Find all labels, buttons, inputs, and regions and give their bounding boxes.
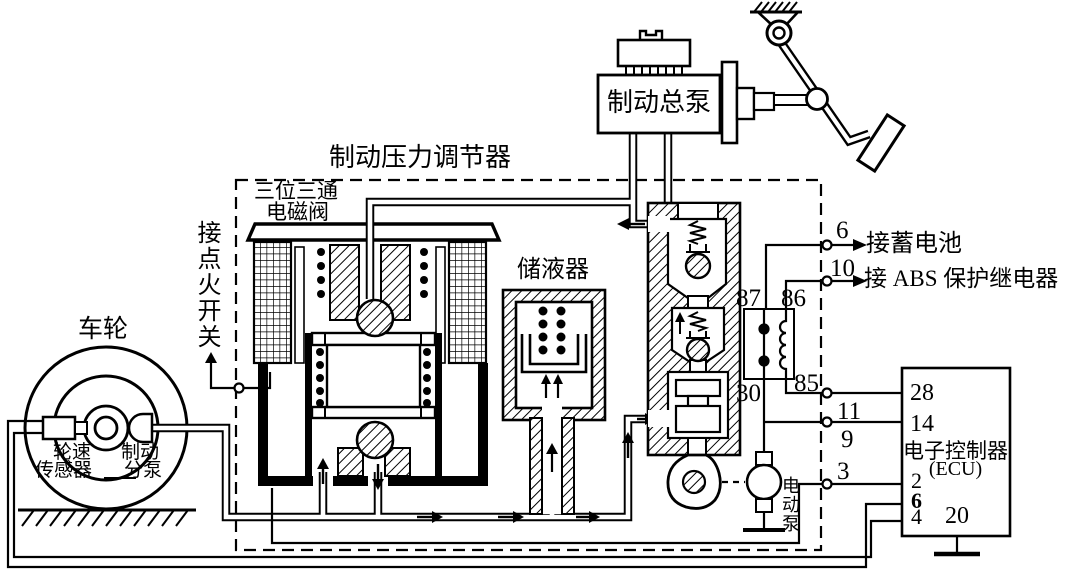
wheel-assembly: [18, 345, 196, 527]
sensor-stub: [74, 421, 88, 435]
label-ecu-line1: 电子控制器: [903, 439, 1008, 463]
ignition-terminal-node: [233, 382, 245, 394]
master-cylinder: [596, 29, 809, 145]
label-brake-pressure-regulator: 制动压力调节器: [329, 143, 512, 172]
label-reservoir: 储液器: [517, 257, 589, 283]
relay-terminal-86: 86: [781, 285, 806, 312]
label-ignition-switch: 接点火开关: [197, 221, 222, 351]
ecu-box: [900, 366, 1012, 538]
ecu-pin-28: 28: [910, 380, 934, 406]
pedal-pad: [855, 112, 907, 174]
label-wheel-speed-sensor-line2: 传感器: [35, 460, 93, 481]
terminal-6-node: [821, 239, 833, 251]
ecu-pin-20: 20: [945, 503, 969, 529]
terminal-11: 11: [837, 398, 862, 425]
check-valve-assembly: [646, 201, 742, 510]
brake-pedal: [750, 1, 907, 174]
relay-terminal-85: 85: [794, 370, 819, 397]
label-brake-cylinder-line1: 制动: [121, 442, 160, 463]
relay-terminal-87: 87: [736, 285, 761, 312]
label-wheel-speed-sensor-line1: 轮速: [53, 442, 92, 463]
label-ecu-line2: (ECU): [928, 458, 983, 480]
label-master-cylinder: 制动总泵: [607, 88, 712, 117]
ecu-pin-4: 4: [911, 504, 922, 529]
terminal-3: 3: [837, 458, 850, 485]
reservoir: [501, 288, 607, 515]
wheel-speed-sensor: [41, 415, 77, 441]
flow-arrows: [317, 218, 655, 523]
terminal-11-node: [821, 416, 833, 428]
wheel-fittings: [41, 412, 154, 479]
label-solenoid-valve-line2: 电磁阀: [266, 200, 329, 224]
terminal-3-node: [821, 478, 833, 490]
label-solenoid-valve-line1: 三位三通: [254, 179, 338, 203]
terminal-9: 9: [841, 426, 854, 453]
terminal-85-node: [821, 387, 833, 399]
terminal-10-node: [821, 275, 833, 287]
label-battery-connection: 接蓄电池: [866, 231, 962, 257]
pump-motor: [745, 463, 783, 501]
ecu-pin-6: 6: [911, 488, 922, 513]
terminal-10: 10: [830, 255, 855, 282]
ecu-pin-14: 14: [910, 411, 934, 437]
relay-terminal-30: 30: [736, 380, 761, 407]
label-electric-pump: 电动泵: [782, 476, 800, 534]
pushrod: [773, 94, 809, 106]
electrical-wiring: [6, 239, 1012, 569]
label-abs-relay-connection: 接 ABS 保护继电器: [864, 266, 1059, 291]
pushrod-joint: [805, 87, 829, 111]
brake-wheel-cylinder: [127, 412, 154, 444]
regulator-dashed-box: [234, 178, 823, 552]
ecu-pin-2: 2: [911, 468, 922, 493]
label-brake-cylinder-line2: 分泵: [124, 460, 163, 481]
terminal-6: 6: [836, 217, 849, 244]
label-wheel: 车轮: [78, 316, 129, 343]
